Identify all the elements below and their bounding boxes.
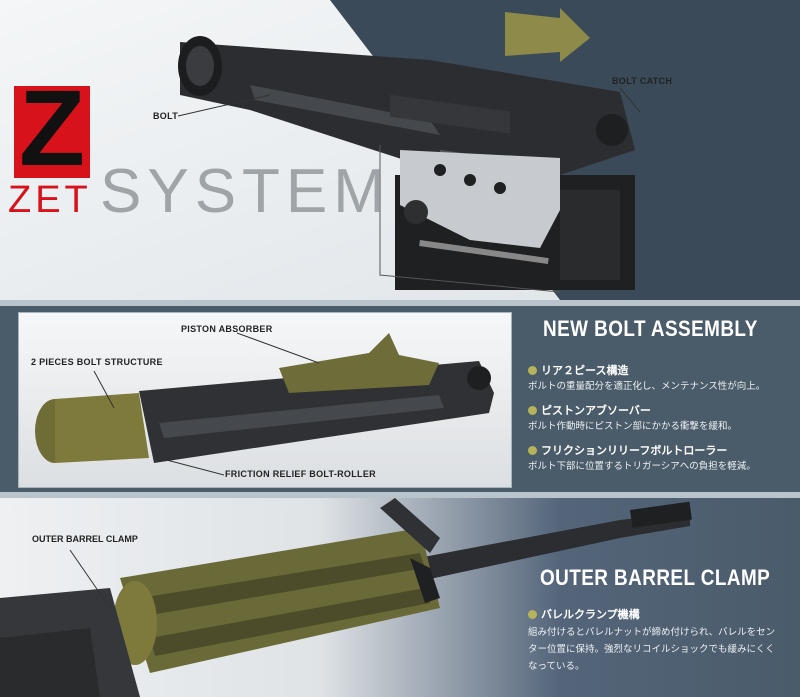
logo-brand: ZET — [8, 179, 92, 221]
callout-z-system: Z-SYSTEM — [415, 282, 463, 292]
barrel-clamp-section — [0, 498, 800, 697]
bolt-item-1-title-text: リア２ピース構造 — [541, 365, 629, 377]
bolt-assembly-image-panel: PISTON ABSORBER 2 PIECES BOLT STRUCTURE … — [18, 312, 512, 488]
bolt-item-2-desc: ボルト作動時にピストン部にかかる衝撃を緩和。 — [528, 421, 738, 432]
bullet-dot-icon — [528, 406, 537, 415]
barrel-desc-line-1: 組み付けるとバレルナットが締め付けられ、バレルをセン — [528, 627, 776, 638]
barrel-desc-line-3: なっている。 — [528, 661, 585, 672]
bolt-leader — [177, 94, 271, 117]
barrel-item-title-text: バレルクランプ機構 — [541, 609, 640, 621]
bolt-item-3-title: フリクションリリーフボルトローラー — [528, 442, 727, 458]
barrel-desc-line-2: ター位置に保持。強烈なリコイルショックでも緩みにくく — [528, 644, 775, 655]
callout-bolt: BOLT — [153, 111, 179, 121]
bullet-dot-icon — [528, 446, 537, 455]
logo-word: SYSTEM — [100, 157, 391, 226]
bolt-item-3-title-text: フリクションリリーフボルトローラー — [541, 445, 728, 457]
divider-2 — [0, 492, 800, 498]
bullet-dot-icon — [528, 366, 537, 375]
bullet-dot-icon — [528, 610, 537, 619]
barrel-clamp-heading: OUTER BARREL CLAMP — [540, 565, 771, 590]
logo-letter: Z — [19, 67, 85, 188]
callout-friction-roller: FRICTION RELIEF BOLT-ROLLER — [225, 469, 376, 479]
z-system-bracket — [379, 145, 561, 293]
bolt-item-2-title: ピストンアブソーバー — [528, 402, 651, 418]
callout-two-pieces: 2 PIECES BOLT STRUCTURE — [31, 357, 163, 367]
logo-red-box — [14, 86, 90, 178]
bolt-item-3-desc: ボルト下部に位置するトリガーシアへの負担を軽減。 — [528, 461, 756, 472]
barrel-item-title: バレルクランプ機構 — [528, 606, 640, 622]
divider-1 — [0, 300, 800, 306]
bolt-item-2-title-text: ピストンアブソーバー — [541, 405, 651, 417]
callout-piston-absorber: PISTON ABSORBER — [181, 324, 273, 334]
zet-system-banner: Z ZET SYSTEM BOLT BOLT CATCH Z-SYSTEM — [0, 0, 800, 300]
bolt-item-1-title: リア２ピース構造 — [528, 362, 628, 378]
bolt-illustration — [178, 36, 635, 199]
piston-absorber — [279, 333, 439, 393]
bolt-catch-leader — [619, 87, 641, 113]
direction-arrow — [505, 8, 590, 62]
bolt-item-1-desc: ボルトの重量配分を適正化し、メンテナンス性が向上。 — [528, 381, 766, 392]
banner-artwork — [177, 0, 800, 300]
z-system-illustration — [395, 150, 635, 290]
bolt-assembly-artwork — [35, 332, 494, 476]
bolt-assembly-heading: NEW BOLT ASSEMBLY — [543, 316, 758, 341]
barrel-clamp-artwork — [0, 498, 692, 697]
callout-bolt-catch: BOLT CATCH — [612, 76, 673, 86]
callout-outer-barrel-clamp: OUTER BARREL CLAMP — [32, 534, 138, 544]
